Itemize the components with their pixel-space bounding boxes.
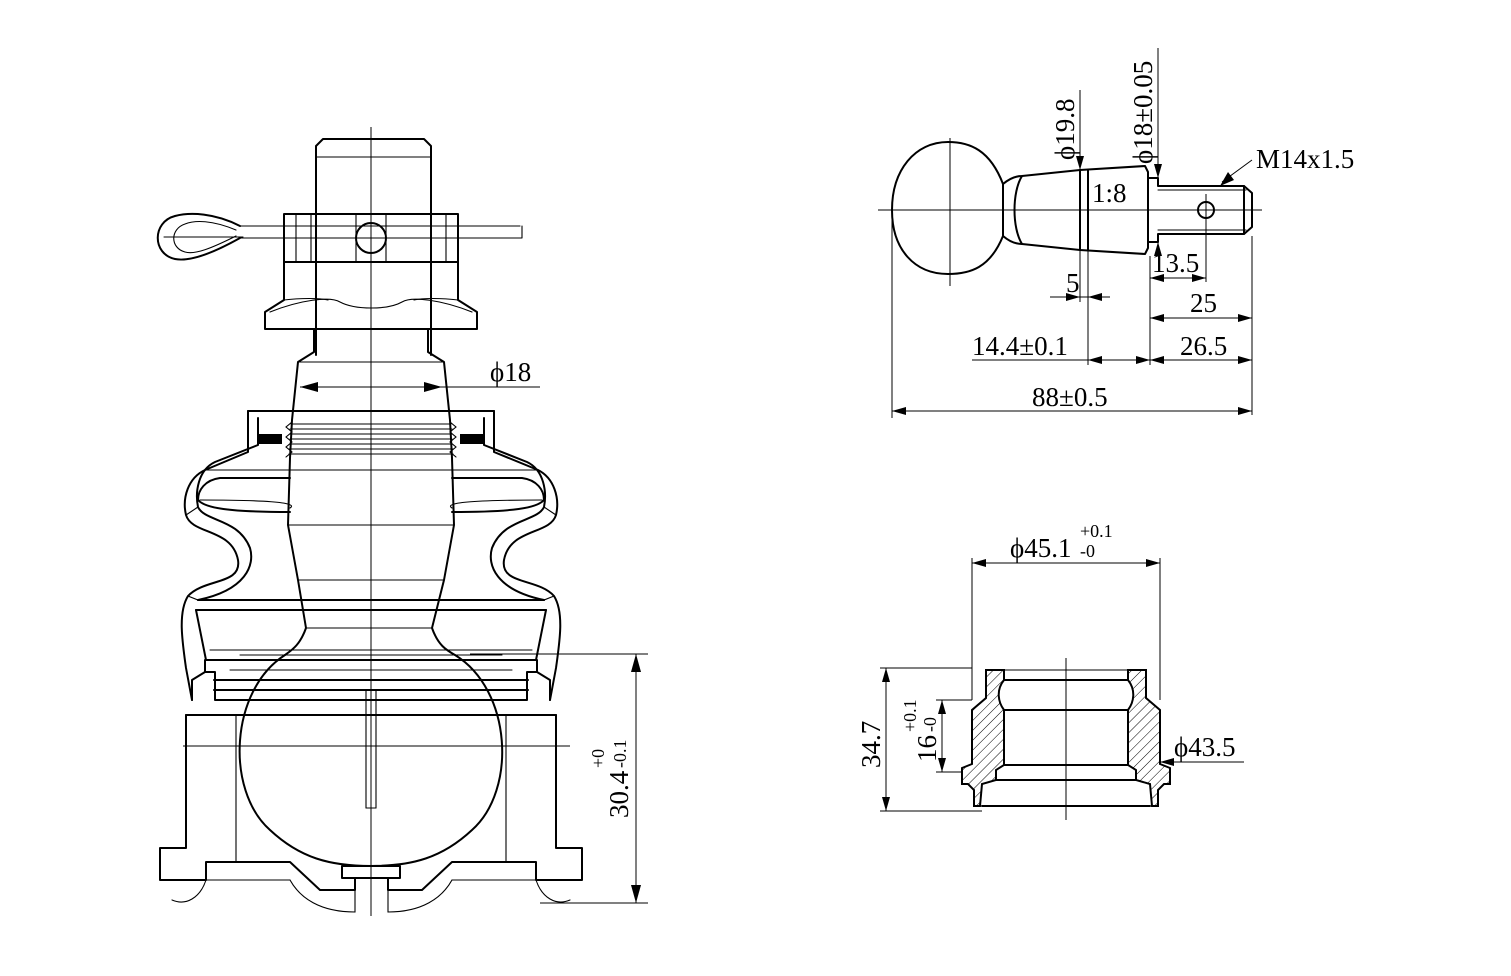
stud-ball — [891, 141, 1004, 275]
dim-label-inner-dia: ϕ43.5 — [1174, 732, 1235, 762]
dim-label-len-26-5: 26.5 — [1180, 331, 1227, 361]
bushing-view: ϕ45.1 +0.1 -0 34.7 16 +0.1 -0 — [856, 521, 1244, 820]
dim-label-shank-dia: ϕ18 — [490, 357, 531, 387]
dim-label-ball-dia: ϕ19.8 — [1050, 99, 1080, 160]
dim-width-5: 5 — [1050, 250, 1110, 302]
dim-label-outer-dia: ϕ45.1 — [1010, 533, 1071, 563]
dim-shank-dia: ϕ18 — [300, 357, 540, 392]
shank-thread — [285, 421, 457, 458]
ball — [229, 654, 513, 867]
dim-label-taper: 1:8 — [1092, 178, 1127, 208]
dim-label-width-5: 5 — [1066, 268, 1080, 298]
castle-nut — [264, 138, 478, 356]
dim-height: 30.4 +0 -0.1 — [470, 653, 648, 904]
dim-label-height-mid-tol-upper: +0.1 — [900, 699, 920, 732]
dim-len-row: 14.4±0.1 26.5 — [972, 302, 1252, 365]
dim-len-25: 25 — [1149, 236, 1253, 415]
dim-height-mid: 16 +0.1 -0 — [900, 699, 972, 773]
dim-shank-dia-stud: ϕ18±0.05 — [1128, 48, 1162, 256]
dim-hole-pos: 13.5 — [1150, 248, 1206, 282]
dim-len-total: 88±0.5 — [891, 212, 1252, 418]
dim-ball-dia: ϕ19.8 — [1050, 90, 1084, 170]
dim-label-len-total: 88±0.5 — [1032, 382, 1108, 412]
stud-thread-end — [1147, 177, 1253, 243]
assembly-view: ϕ18 30.4 +0 -0.1 — [156, 127, 648, 916]
stud-neck — [1002, 165, 1149, 255]
dim-label-height-tol-lower: -0.1 — [610, 740, 630, 769]
bushing-section-left — [961, 669, 1005, 807]
dim-label-thread: M14x1.5 — [1256, 144, 1354, 174]
dim-label-hole-pos: 13.5 — [1152, 248, 1199, 278]
dim-outer-dia: ϕ45.1 +0.1 -0 — [971, 521, 1161, 700]
boot-clip-left-icon — [258, 434, 282, 444]
housing — [159, 659, 583, 913]
stud-view: ϕ19.8 ϕ18±0.05 M14x1.5 1:8 13.5 — [878, 48, 1354, 418]
dim-label-height-tol-upper: +0 — [588, 749, 608, 768]
boot-clip-right-icon — [460, 434, 484, 444]
dim-label-len-14-4: 14.4±0.1 — [972, 331, 1068, 361]
dim-label-shank-dia-stud: ϕ18±0.05 — [1128, 61, 1158, 164]
dim-thread: M14x1.5 — [1220, 144, 1354, 186]
dim-inner-dia: ϕ43.5 — [1160, 732, 1244, 766]
dim-label-outer-dia-tol-upper: +0.1 — [1080, 521, 1113, 541]
dim-label-height-total: 34.7 — [856, 721, 886, 768]
dim-label-height-mid: 16 — [912, 735, 942, 762]
cotter-hole-icon — [355, 222, 387, 254]
dim-label-height-mid-tol-lower: -0 — [920, 717, 940, 732]
dim-height-total: 34.7 — [856, 667, 982, 812]
dim-label-height: 30.4 — [604, 770, 634, 818]
dim-label-len-25: 25 — [1190, 288, 1217, 318]
cotter-pin — [156, 212, 523, 261]
dim-label-outer-dia-tol-lower: -0 — [1080, 541, 1095, 561]
bushing-section-right — [1127, 669, 1171, 807]
dust-boot — [180, 410, 562, 701]
